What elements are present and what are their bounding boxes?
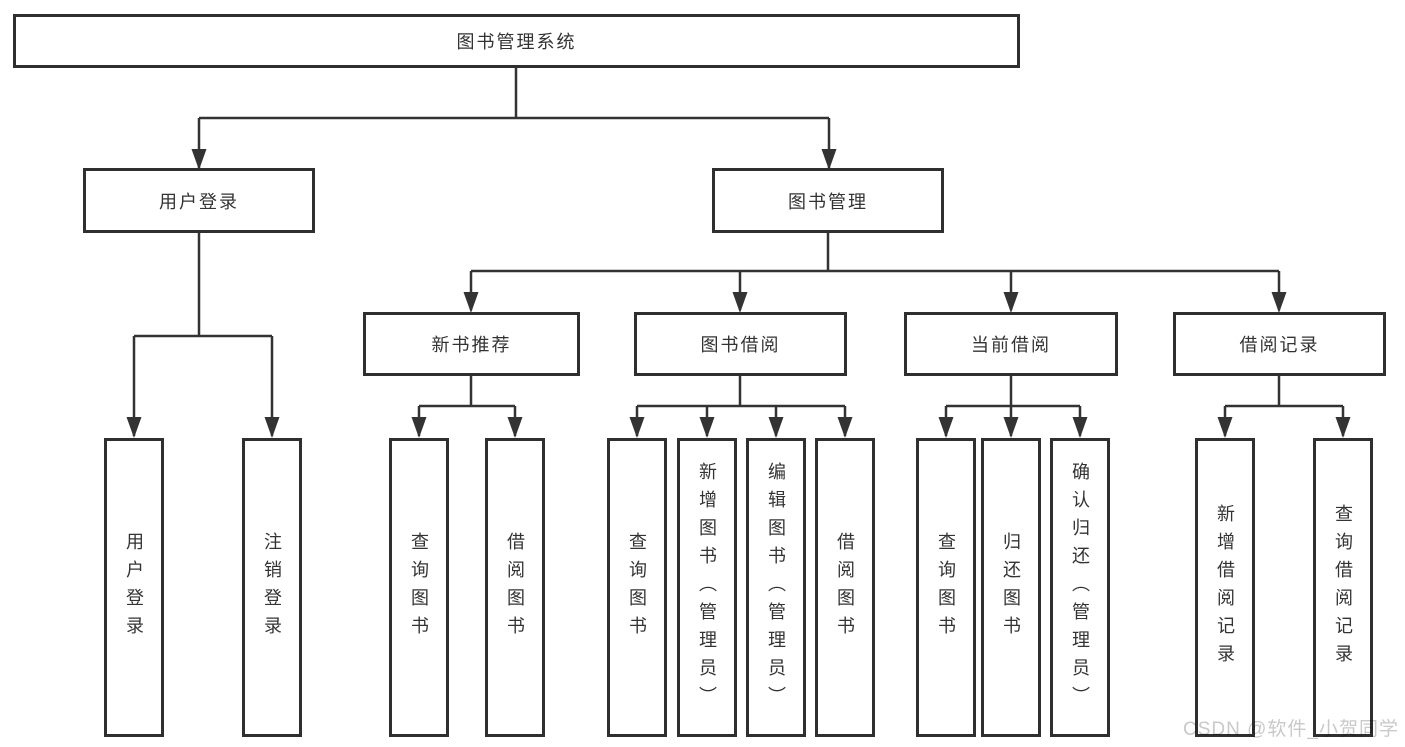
node-leaf-query-book-recommend: 查询图书 [389,438,449,737]
node-leaf-query-book-current: 查询图书 [916,438,976,737]
node-label: 查询图书 [627,531,647,644]
node-leaf-logout: 注销登录 [242,438,302,737]
node-label: 新增借阅记录 [1215,503,1235,672]
node-label: 图书借阅 [700,335,781,355]
node-leaf-query-book-borrow: 查询图书 [607,438,667,737]
node-label: 编辑图书（管理员） [766,461,786,714]
node-user-login: 用户登录 [83,168,315,233]
node-label: 用户登录 [124,531,144,644]
node-leaf-borrow-book-recommend: 借阅图书 [485,438,545,737]
node-label: 图书管理系统 [456,32,577,52]
node-leaf-confirm-return-admin: 确认归还（管理员） [1050,438,1110,737]
node-label: 注销登录 [262,531,282,644]
node-borrow-records: 借阅记录 [1173,312,1386,376]
node-label: 用户登录 [159,191,239,212]
node-leaf-user-login: 用户登录 [104,438,164,737]
node-label: 查询图书 [936,531,956,644]
node-new-book-recommend: 新书推荐 [363,312,580,376]
node-label: 图书管理 [788,191,868,212]
node-leaf-add-borrow-record: 新增借阅记录 [1195,438,1255,737]
node-label: 查询借阅记录 [1333,503,1353,672]
node-label: 借阅图书 [835,531,855,644]
node-current-borrow: 当前借阅 [904,312,1118,376]
node-book-management: 图书管理 [712,168,944,233]
node-book-management-system: 图书管理系统 [13,14,1020,68]
node-leaf-edit-book-admin: 编辑图书（管理员） [746,438,806,737]
csdn-watermark: CSDN @软件_小贺同学 [1183,719,1399,740]
arrowheads [126,149,1351,438]
node-label: 查询图书 [409,531,429,644]
node-book-borrow: 图书借阅 [634,312,847,376]
node-label: 借阅图书 [505,531,525,644]
node-leaf-add-book-admin: 新增图书（管理员） [677,438,737,737]
node-leaf-return-book: 归还图书 [981,438,1041,737]
node-label: 确认归还（管理员） [1070,461,1090,714]
node-leaf-borrow-book: 借阅图书 [815,438,875,737]
node-label: 归还图书 [1001,531,1021,644]
node-label: 借阅记录 [1239,335,1320,355]
node-leaf-query-borrow-record: 查询借阅记录 [1313,438,1373,737]
node-label: 当前借阅 [971,335,1051,355]
node-label: 新增图书（管理员） [697,461,717,714]
node-label: 新书推荐 [431,335,512,355]
